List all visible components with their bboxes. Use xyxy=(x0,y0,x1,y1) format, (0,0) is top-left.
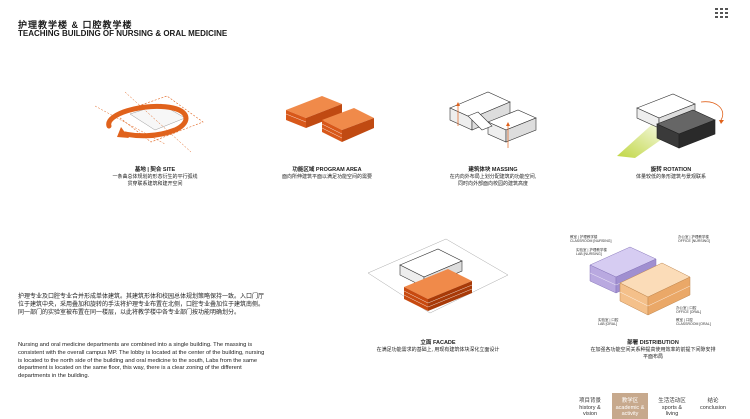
facade-caption: 立面 FACADE 在满足功能需求的基础上, 用现有建筑体块深化立面设计 xyxy=(358,340,518,354)
label-classroom-oral: 教室 | 口腔 CLASSROOM [ORAL] xyxy=(676,318,711,326)
nav-history-en: history & vision xyxy=(579,404,601,418)
distribution-caption: 部署 DISTRIBUTION 在加强各功能空间关系种提高使用效率的前提下间隙安… xyxy=(568,340,738,361)
nav-conclusion-cn: 结论 xyxy=(707,398,719,404)
rotation-diagram xyxy=(617,90,732,158)
nav-academic-activity[interactable]: 教学区 academic & activity xyxy=(612,393,648,419)
description-en: Nursing and oral medicine departments ar… xyxy=(18,342,265,380)
massing-diagram xyxy=(448,82,538,152)
nav-academic-en: academic & activity xyxy=(615,404,645,418)
page-title-cn: 护理教学楼 & 口腔教学楼 xyxy=(18,20,133,30)
site-caption: 基地 | 契合 SITE 一条曲总体规划的形态衍生的平行弧线 贯穿联系建筑和建开… xyxy=(100,167,210,188)
site-title: 基地 | 契合 SITE xyxy=(134,167,176,173)
facade-title: 立面 FACADE xyxy=(420,340,456,346)
distribution-desc: 在加强各功能空间关系种提高使用效率的前提下间隙安排 平面布局 xyxy=(590,347,716,360)
program-caption: 功能区域 PROGRAM AREA 面向所伸建筑平面以满足功能空间的需要 xyxy=(262,167,392,181)
massing-caption: 建筑体块 MASSING 在内向外布局上划分配建筑的功能空间, 同时向外部面向校… xyxy=(428,167,558,188)
distribution-diagram xyxy=(586,243,706,325)
program-title: 功能区域 PROGRAM AREA xyxy=(292,167,362,173)
page-title-en: TEACHING BUILDING OF NURSING & ORAL MEDI… xyxy=(18,29,228,38)
description-cn: 护理专业及口腔专业合并形成单体建筑。其建筑形体和校园总体规划策略保持一致。入口门… xyxy=(18,294,265,317)
label-classroom-nursing: 教室 | 护理教学楼 CLASSROOM [NURSING] xyxy=(570,235,612,243)
nav-sports-cn: 生活活动区 xyxy=(658,398,686,404)
program-diagram xyxy=(282,88,378,146)
program-desc: 面向所伸建筑平面以满足功能空间的需要 xyxy=(281,174,372,180)
nav-academic-cn: 教学区 xyxy=(621,398,639,404)
site-diagram xyxy=(94,91,207,158)
distribution-title: 部署 DISTRIBUTION xyxy=(627,340,679,346)
label-lab-oral: 实验室 | 口腔 LAB [ORAL] xyxy=(598,318,619,326)
rotation-title: 旋转 ROTATION xyxy=(650,167,692,173)
massing-desc: 在内向外布局上划分配建筑的功能空间, 同时向外部面向校园的建筑高度 xyxy=(449,174,537,187)
nav-conclusion-en: conclusion xyxy=(700,404,726,411)
facade-desc: 在满足功能需求的基础上, 用现有建筑体块深化立面设计 xyxy=(376,347,500,353)
label-office-nursing: 办公室 | 护理教学楼 OFFICE [NURSING] xyxy=(678,235,710,243)
label-lab-nursing: 实验室 | 护理教学楼 LAB [NURSING] xyxy=(576,248,607,256)
nav-sports-en: sports & living xyxy=(661,404,683,418)
nav-sports-living[interactable]: 生活活动区 sports & living xyxy=(652,393,692,419)
label-office-oral: 办公室 | 口腔 OFFICE [ORAL] xyxy=(676,306,702,314)
nav-history-vision[interactable]: 项目背景 history & vision xyxy=(572,393,608,419)
rotation-desc: 体量较低的条形建筑与景观联系 xyxy=(635,174,706,180)
nav-conclusion[interactable]: 结论 conclusion xyxy=(694,393,732,419)
nav-history-cn: 项目背景 xyxy=(578,398,601,404)
facade-diagram xyxy=(367,235,509,330)
rotation-caption: 旋转 ROTATION 体量较低的条形建筑与景观联系 xyxy=(612,167,730,181)
grid-menu-icon[interactable] xyxy=(715,8,729,20)
site-desc: 一条曲总体规划的形态衍生的平行弧线 贯穿联系建筑和建开空间 xyxy=(112,174,198,187)
massing-title: 建筑体块 MASSING xyxy=(468,167,518,173)
